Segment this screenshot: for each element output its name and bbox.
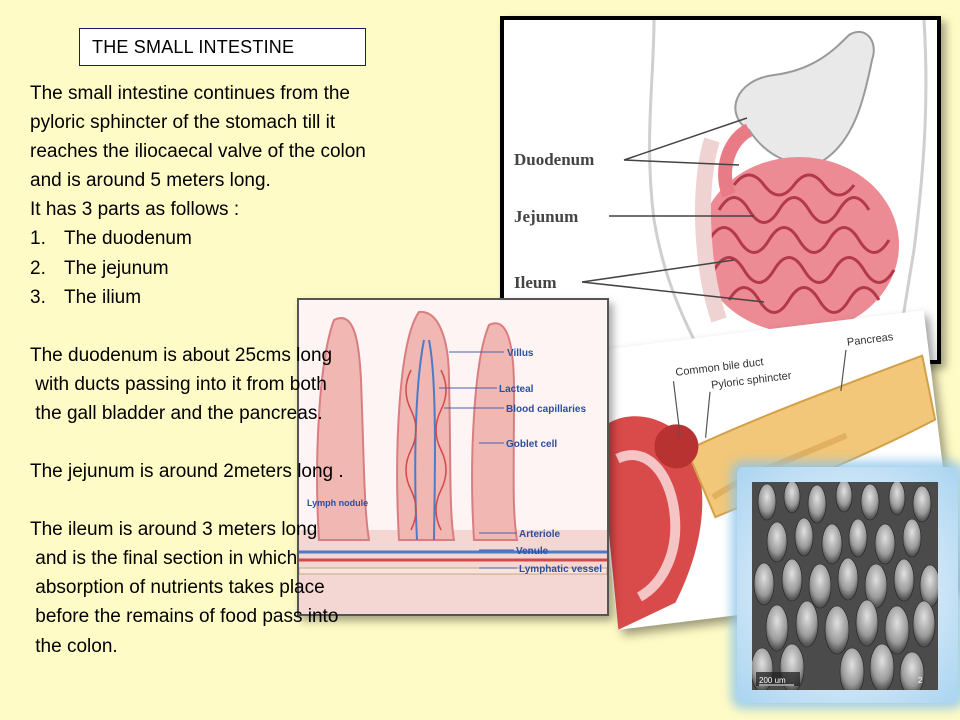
ileum-line: The ileum is around 3 meters long [30,519,318,541]
list-item: 1.The duodenum [30,228,192,250]
ileum-line: and is the final section in which [30,548,298,570]
blood-capillaries-label: Blood capillaries [506,404,586,415]
villus-diagram: Villus Lacteal Blood capillaries Goblet … [297,298,609,616]
jejunum-label: Jejunum [514,207,578,226]
pancreas-label: Pancreas [846,331,894,349]
ileum-line: absorption of nutrients takes place [30,577,325,599]
jejunum-line: The jejunum is around 2meters long . [30,461,344,483]
intro-line: It has 3 parts as follows : [30,199,240,221]
intro-line: and is around 5 meters long. [30,170,271,192]
arteriole-label: Arteriole [519,529,561,540]
duodenum-label: Duodenum [514,150,594,169]
lymph-nodule-label: Lymph nodule [307,498,368,508]
duodenum-line: The duodenum is about 25cms long [30,344,333,366]
ileum-line: the colon. [30,635,118,657]
goblet-cell-label: Goblet cell [506,439,557,450]
lymphatic-vessel-label: Lymphatic vessel [519,564,602,575]
lacteal-label: Lacteal [499,384,534,395]
micrograph-scale: 200 um [759,676,786,685]
villi-micrograph: 200 um 2 [752,482,938,690]
ileum-label: Ileum [514,273,557,292]
micrograph-number: 2 [918,676,923,685]
intro-line: pyloric sphincter of the stomach till it [30,112,336,134]
intro-line: reaches the iliocaecal valve of the colo… [30,141,366,163]
ileum-line: before the remains of food pass into [30,606,339,628]
list-item: 2.The jejunum [30,257,169,279]
page-title: THE SMALL INTESTINE [79,28,366,66]
intro-line: The small intestine continues from the [30,83,350,104]
villus-label: Villus [507,348,534,359]
body-text: The small intestine continues from the p… [30,79,470,661]
duodenum-line: the gall bladder and the pancreas. [30,402,323,424]
list-item: 3.The ilium [30,286,142,308]
micrograph-frame: 200 um 2 [737,467,958,703]
venule-label: Venule [516,546,549,557]
duodenum-line: with ducts passing into it from both [30,373,327,395]
